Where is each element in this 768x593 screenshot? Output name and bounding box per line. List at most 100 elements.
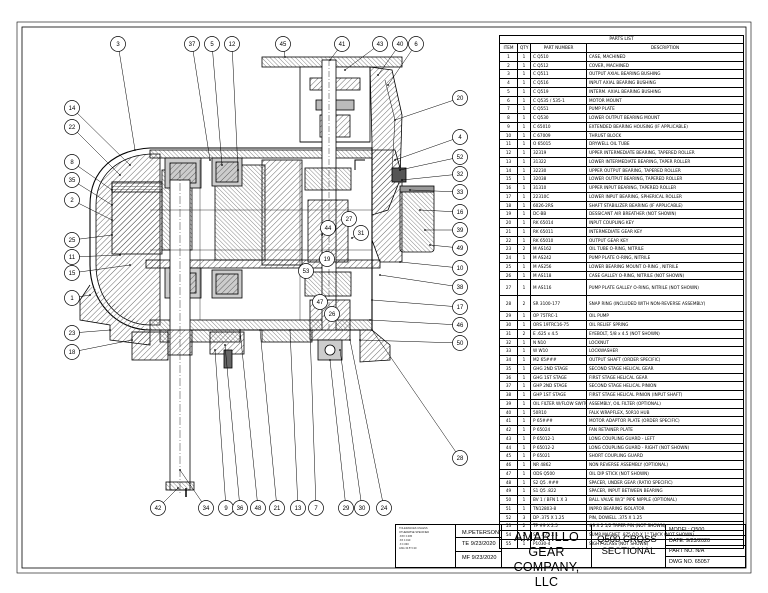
part-number: C Q530 bbox=[530, 113, 587, 123]
quantity: 1 bbox=[517, 174, 531, 184]
quantity: 1 bbox=[517, 398, 531, 409]
item-number: 18 bbox=[499, 200, 518, 211]
callout-number: 35 bbox=[69, 178, 76, 184]
callout-number: 25 bbox=[69, 238, 76, 244]
item-number: 20 bbox=[499, 218, 518, 228]
callout-bubble bbox=[150, 500, 166, 516]
callout-number: 49 bbox=[457, 246, 464, 252]
callout-number: 6 bbox=[414, 42, 418, 48]
callout-bubble bbox=[64, 154, 80, 170]
description: PUMP PLATE O-RING, NITRILE bbox=[586, 253, 744, 263]
item-number: 33 bbox=[499, 346, 518, 356]
callout-23: 23 bbox=[64, 325, 111, 341]
part-number: 32319 bbox=[530, 148, 587, 158]
quantity: 1 bbox=[517, 425, 531, 435]
date-field: DATE: 9/23/2020 bbox=[666, 536, 745, 546]
leader-arrow-dot bbox=[379, 274, 381, 276]
description: COVER, MACHINED bbox=[586, 60, 744, 71]
quantity: 1 bbox=[517, 60, 531, 71]
part-number: M AS162 bbox=[530, 244, 587, 254]
leader-arrow-dot bbox=[394, 159, 396, 161]
callout-leader bbox=[387, 43, 417, 86]
callout-number: 44 bbox=[325, 226, 332, 232]
callout-1: 1 bbox=[64, 290, 91, 306]
description: LOWER OUTPUT BEARING, TAPERED ROLLER bbox=[586, 174, 744, 184]
callout-bubble bbox=[184, 36, 200, 52]
callout-number: 28 bbox=[457, 456, 464, 462]
item-number: 13 bbox=[499, 156, 518, 167]
part-number: W W10 bbox=[530, 346, 587, 356]
callout-bubble bbox=[452, 184, 468, 200]
item-number: 22 bbox=[499, 235, 518, 246]
callout-13: 13 bbox=[289, 329, 306, 516]
outer-border bbox=[16, 21, 752, 574]
description: FALK WRAPFLEX, 50R10 HUB bbox=[586, 407, 744, 418]
callout-leader bbox=[349, 339, 385, 509]
callout-9: 9 bbox=[214, 349, 234, 516]
description: LOWER BEARING MOUNT O-RING , NITRILE bbox=[586, 261, 744, 272]
quantity: 1 bbox=[517, 78, 531, 88]
header-qty: QTY bbox=[517, 43, 531, 53]
quantity: 1 bbox=[517, 183, 531, 193]
callout-36: 36 bbox=[224, 344, 248, 516]
callout-bubble bbox=[64, 325, 80, 341]
description: SHORT COUPLING GUARD bbox=[586, 451, 744, 461]
part-number: O 65015 bbox=[530, 139, 587, 149]
quantity: 1 bbox=[517, 346, 531, 356]
item-number: 19 bbox=[499, 209, 518, 219]
leader-arrow-dot bbox=[237, 169, 239, 171]
item-number: 12 bbox=[499, 148, 518, 158]
callout-17: 17 bbox=[371, 299, 468, 315]
callout-21: 21 bbox=[259, 329, 285, 516]
callout-number: 37 bbox=[189, 42, 196, 48]
item-number: 7 bbox=[499, 104, 518, 114]
part-number: GHG 2ND STAGE bbox=[530, 363, 587, 374]
callout-7: 7 bbox=[308, 329, 324, 516]
description: SPACER, UNDER GEAR (RATIO SPECIFIC) bbox=[586, 477, 744, 488]
quantity: 1 bbox=[517, 337, 531, 348]
drawing-title-line-2: SECTIONAL bbox=[601, 545, 656, 557]
item-number: 17 bbox=[499, 191, 518, 202]
callout-50: 50 bbox=[359, 335, 468, 351]
quantity: 1 bbox=[517, 372, 531, 383]
part-number: C Q535 / 535-1 bbox=[530, 95, 587, 106]
callout-bubble bbox=[452, 204, 468, 220]
part-number: 32230 bbox=[530, 165, 587, 176]
item-number: 10 bbox=[499, 130, 518, 141]
callout-39: 39 bbox=[424, 222, 468, 238]
item-number: 40 bbox=[499, 407, 518, 418]
part-number: TN12803-8 bbox=[530, 503, 587, 514]
part-number: C 65010 bbox=[530, 121, 587, 132]
callout-8: 8 bbox=[64, 154, 113, 191]
quantity: 1 bbox=[517, 156, 531, 167]
callout-number: 1 bbox=[70, 296, 74, 302]
item-number: 45 bbox=[499, 451, 518, 461]
quantity: 1 bbox=[517, 407, 531, 418]
quantity: 1 bbox=[517, 165, 531, 176]
quantity: 1 bbox=[517, 381, 531, 391]
item-number: 25 bbox=[499, 261, 518, 272]
callout-45: 45 bbox=[275, 36, 291, 58]
callout-38: 38 bbox=[379, 274, 468, 295]
checked-by: TE 9/23/2020 bbox=[456, 538, 501, 552]
callout-leader bbox=[289, 329, 299, 509]
callout-number: 40 bbox=[397, 42, 404, 48]
callout-19: 19 bbox=[319, 251, 335, 267]
title-block: TOLERANCES UNLESS OTHERWISE SPECIFIED .X… bbox=[395, 524, 746, 589]
callout-bubble bbox=[452, 260, 468, 276]
description: UPPER OUTPUT BEARING, TAPERED ROLLER bbox=[586, 165, 744, 176]
callout-12: 12 bbox=[224, 36, 240, 171]
tolerance-line: .XX ±.010 bbox=[399, 539, 411, 542]
